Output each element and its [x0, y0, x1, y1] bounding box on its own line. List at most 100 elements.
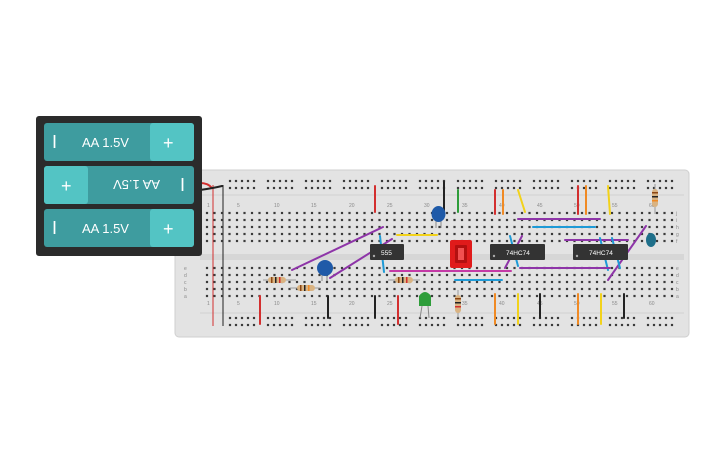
breadboard-hole: [518, 186, 522, 190]
breadboard-hole: [633, 232, 636, 236]
wire-yellow[interactable]: [607, 185, 611, 215]
breadboard-hole: [378, 287, 381, 291]
capacitor-top[interactable]: [431, 206, 446, 228]
breadboard-hole: [205, 287, 209, 291]
col-num: 50: [574, 203, 580, 209]
col-num: 1: [207, 203, 210, 209]
breadboard-hole: [380, 323, 384, 327]
led-green[interactable]: [419, 292, 431, 319]
breadboard-hole: [340, 211, 344, 215]
breadboard-hole: [258, 273, 261, 277]
breadboard-hole: [513, 218, 516, 222]
resistor-1[interactable]: [263, 277, 296, 283]
breadboard-hole: [582, 316, 586, 320]
breadboard-hole: [220, 273, 224, 277]
breadboard-hole: [340, 273, 344, 277]
wire-yellow[interactable]: [517, 189, 526, 213]
battery-cell-cap: [150, 123, 194, 161]
capacitor-right[interactable]: [646, 233, 656, 247]
breadboard-hole: [348, 316, 352, 320]
breadboard-hole: [620, 316, 624, 320]
breadboard-hole: [424, 186, 428, 190]
breadboard-hole: [438, 294, 441, 298]
breadboard-hole: [284, 316, 288, 320]
resistor-4[interactable]: [455, 290, 461, 318]
breadboard-hole: [652, 179, 656, 183]
breadboard-hole: [625, 218, 629, 222]
breadboard-hole: [205, 232, 209, 236]
battery-pack[interactable]: I AA 1.5V + + AA 1.5V I I AA 1.5V +: [36, 116, 202, 256]
breadboard-hole: [595, 280, 599, 284]
breadboard-hole: [468, 273, 471, 277]
capacitor-left[interactable]: [317, 260, 333, 281]
push-button[interactable]: [450, 240, 472, 268]
breadboard-hole: [348, 323, 352, 327]
breadboard-hole: [483, 294, 486, 298]
breadboard-hole: [610, 280, 614, 284]
breadboard-hole: [664, 179, 668, 183]
col-num: 15: [311, 203, 317, 209]
chip-74hc74-2[interactable]: 74HC74: [573, 244, 628, 260]
breadboard-hole: [363, 287, 366, 291]
breadboard-hole: [625, 225, 629, 229]
breadboard-hole: [400, 273, 404, 277]
breadboard-hole: [490, 287, 494, 291]
breadboard-hole: [670, 280, 674, 284]
breadboard-hole: [640, 225, 644, 229]
breadboard-hole: [398, 186, 402, 190]
breadboard-hole: [655, 273, 659, 277]
breadboard-hole: [288, 280, 291, 284]
breadboard-hole: [288, 218, 291, 222]
battery-lead-black[interactable]: [199, 185, 223, 191]
breadboard-hole: [565, 232, 569, 236]
breadboard-hole: [655, 239, 659, 243]
breadboard-hole: [235, 280, 239, 284]
breadboard-hole: [205, 273, 209, 277]
breadboard-hole: [588, 186, 592, 190]
breadboard-hole: [228, 294, 231, 298]
breadboard-hole: [573, 273, 576, 277]
breadboard-hole: [670, 323, 674, 327]
breadboard-hole: [588, 323, 592, 327]
resistor-5[interactable]: [652, 184, 658, 214]
breadboard-hole: [652, 323, 656, 327]
breadboard-hole: [468, 186, 472, 190]
breadboard-hole: [483, 232, 486, 236]
breadboard-hole: [398, 316, 402, 320]
breadboard-hole: [252, 323, 256, 327]
breadboard-hole: [513, 280, 516, 284]
breadboard-hole: [393, 218, 396, 222]
breadboard-hole: [348, 225, 351, 229]
breadboard-hole: [348, 186, 352, 190]
col-num: 15: [311, 301, 317, 307]
chip-74hc74-1[interactable]: 74HC74: [490, 244, 545, 260]
breadboard-hole: [348, 294, 351, 298]
breadboard-hole: [378, 232, 381, 236]
breadboard-hole: [518, 323, 522, 327]
resistor-3[interactable]: [388, 277, 420, 283]
breadboard-hole: [610, 211, 614, 215]
breadboard-hole: [498, 273, 501, 277]
breadboard-hole: [498, 225, 501, 229]
breadboard-hole: [318, 280, 321, 284]
wires[interactable]: [199, 181, 647, 325]
battery-positive-sign: +: [163, 219, 174, 239]
wire-purple[interactable]: [291, 226, 384, 271]
resistor-2[interactable]: [290, 285, 320, 291]
breadboard-hole: [408, 239, 411, 243]
breadboard-hole: [398, 179, 402, 183]
breadboard-hole: [304, 316, 308, 320]
breadboard-hole: [290, 186, 294, 190]
chip-555[interactable]: 555: [370, 244, 404, 260]
breadboard-hole: [378, 239, 381, 243]
breadboard-hole: [483, 211, 486, 215]
breadboard-hole: [415, 280, 419, 284]
resistor-body: [455, 295, 461, 313]
breadboard-hole: [498, 239, 501, 243]
breadboard-hole: [468, 294, 471, 298]
breadboard-hole: [318, 218, 321, 222]
breadboard-hole: [250, 218, 254, 222]
breadboard-hole: [265, 280, 269, 284]
breadboard-hole: [355, 239, 359, 243]
breadboard-hole: [550, 239, 554, 243]
